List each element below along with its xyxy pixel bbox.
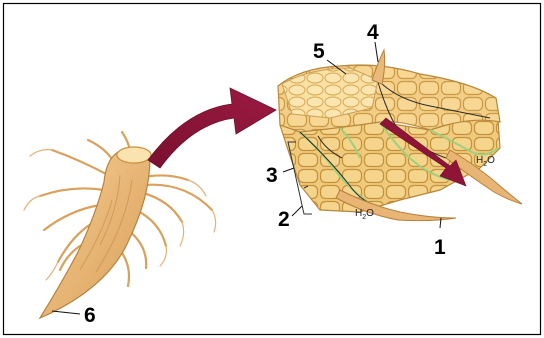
root-cut-surface — [117, 147, 151, 163]
label-5: 5 — [313, 40, 325, 63]
label-3: 3 — [266, 164, 278, 187]
label-6: 6 — [84, 304, 96, 327]
label-2: 2 — [278, 208, 290, 231]
label-4: 4 — [367, 21, 379, 44]
label-1: 1 — [434, 236, 446, 259]
